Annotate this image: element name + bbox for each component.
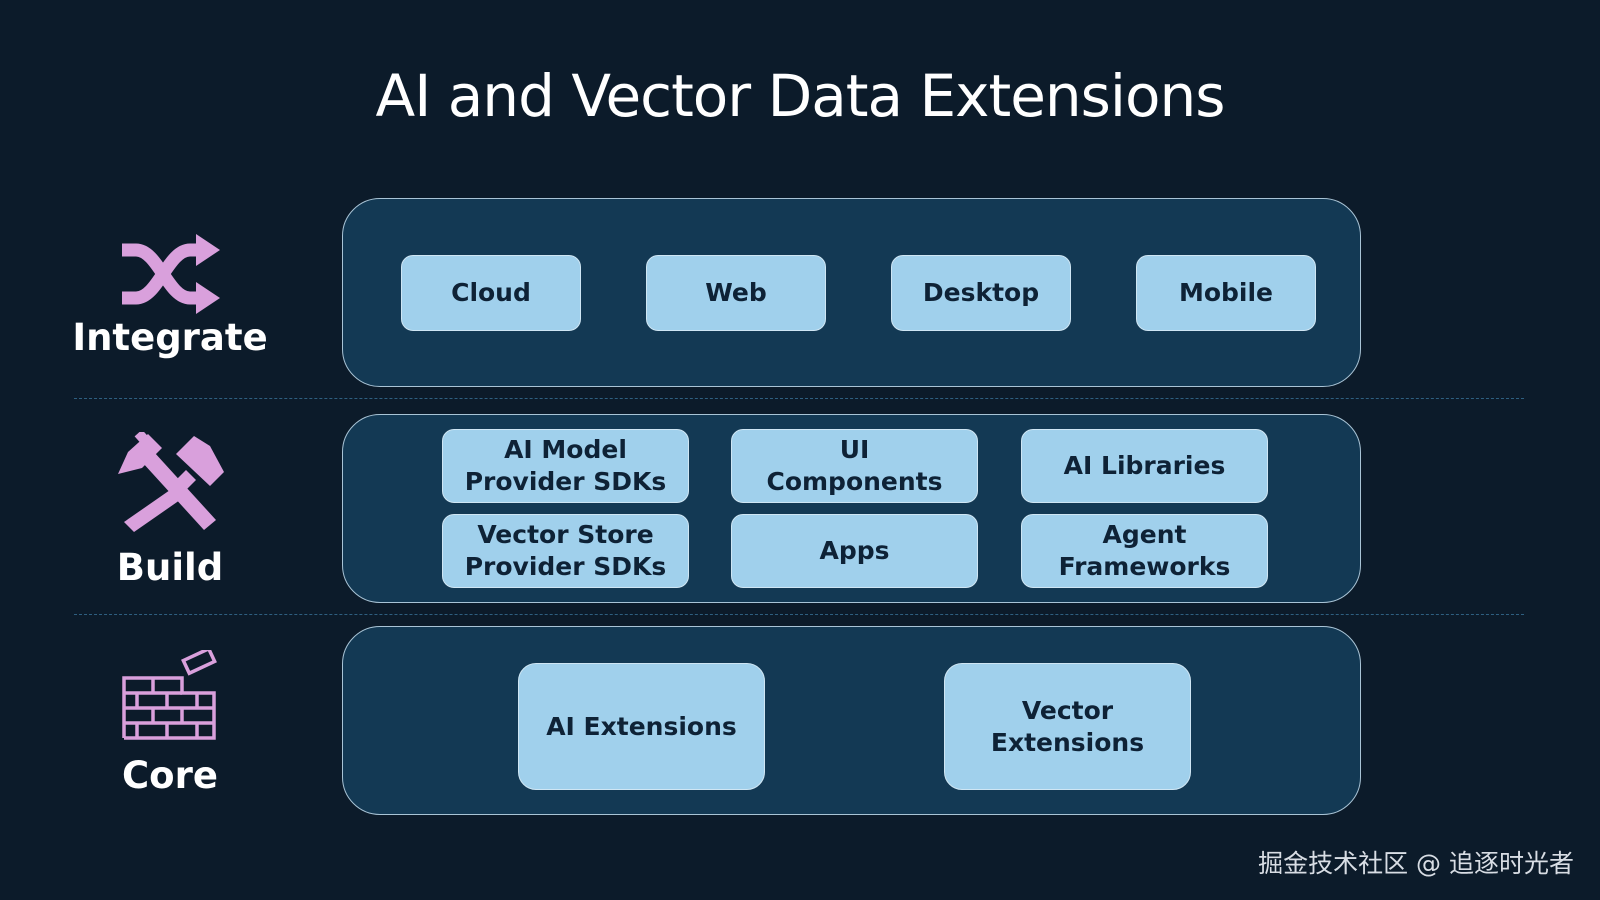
layer-label-core: Core: [70, 650, 270, 798]
box-agent-frameworks[interactable]: Agent Frameworks: [1021, 514, 1268, 588]
box-ai-libraries[interactable]: AI Libraries: [1021, 429, 1268, 503]
layer-label-text: Build: [116, 546, 224, 589]
box-vector-extensions[interactable]: Vector Extensions: [944, 663, 1191, 790]
box-apps[interactable]: Apps: [731, 514, 978, 588]
layer-label-text: Core: [122, 754, 218, 797]
brick-wall-icon: [122, 650, 217, 740]
box-desktop[interactable]: Desktop: [891, 255, 1071, 331]
shuffle-arrows-icon: [122, 234, 220, 314]
box-ai-extensions[interactable]: AI Extensions: [518, 663, 765, 790]
box-mobile[interactable]: Mobile: [1136, 255, 1316, 331]
layer-label-build: Build: [70, 432, 270, 590]
box-ai-model-provider-sdks[interactable]: AI Model Provider SDKs: [442, 429, 689, 503]
box-web[interactable]: Web: [646, 255, 826, 331]
box-ui-components[interactable]: UI Components: [731, 429, 978, 503]
integrate-panel: Cloud Web Desktop Mobile: [342, 198, 1361, 387]
layer-label-integrate: Integrate: [70, 232, 270, 360]
crossed-hammers-icon: [118, 432, 224, 532]
layer-separator: [74, 398, 1524, 399]
build-panel: AI Model Provider SDKs UI Components AI …: [342, 414, 1361, 603]
core-panel: AI Extensions Vector Extensions: [342, 626, 1361, 815]
box-vector-store-provider-sdks[interactable]: Vector Store Provider SDKs: [442, 514, 689, 588]
diagram-title: AI and Vector Data Extensions: [375, 62, 1226, 130]
layer-separator: [74, 614, 1524, 615]
layer-label-text: Integrate: [72, 316, 268, 359]
box-cloud[interactable]: Cloud: [401, 255, 581, 331]
watermark: 掘金技术社区 @ 追逐时光者: [1258, 849, 1574, 878]
